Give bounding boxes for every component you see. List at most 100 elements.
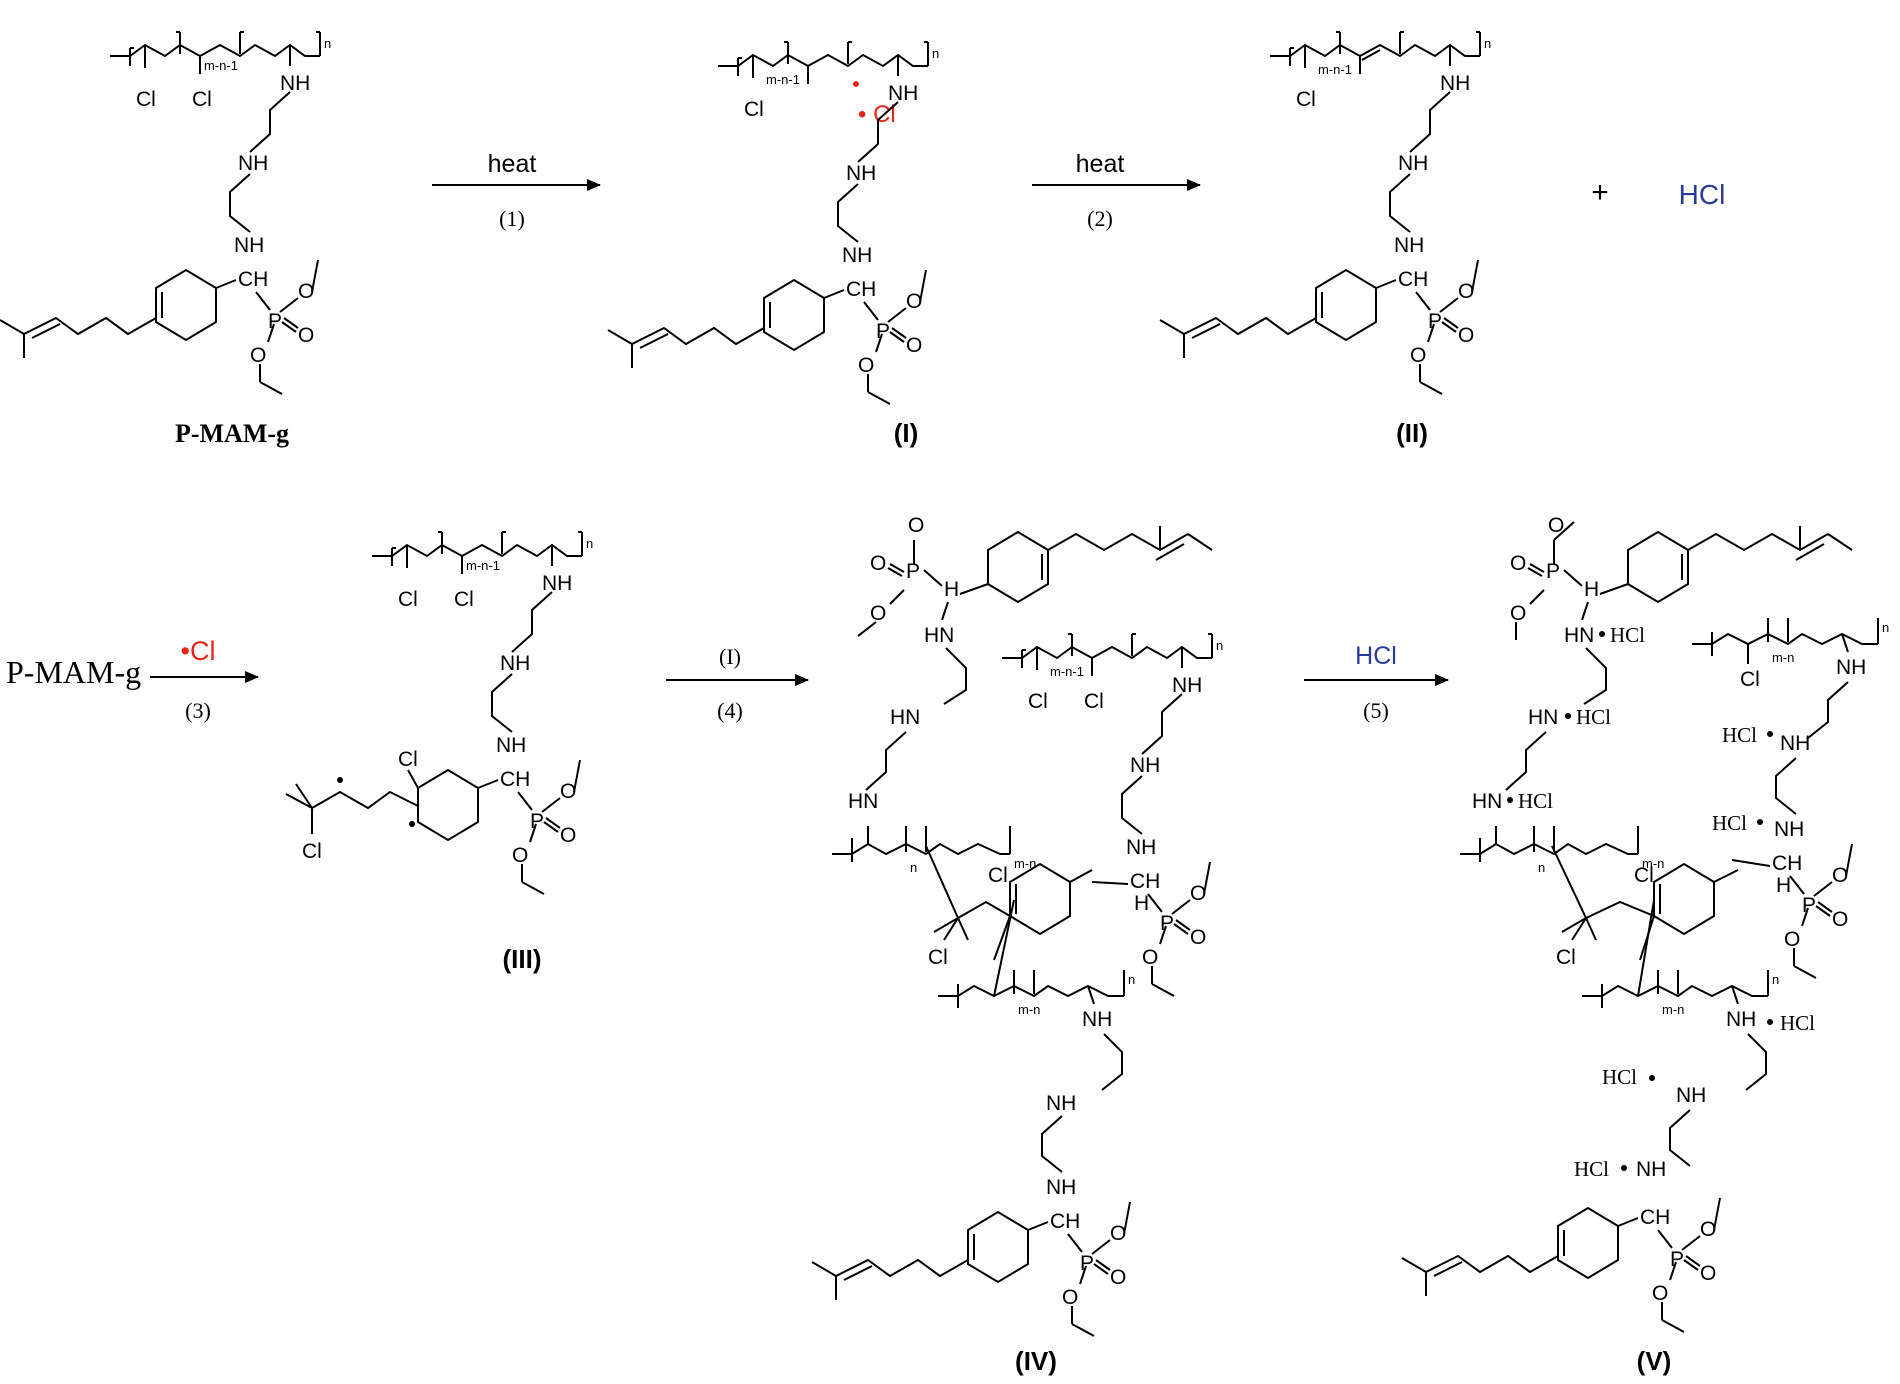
hcl-byproduct: HCl [1679,179,1726,210]
svg-text:Cl: Cl [192,88,212,111]
svg-text:O: O [870,552,886,575]
svg-text:P: P [268,310,282,333]
svg-text:CH: CH [500,768,530,791]
svg-text:O: O [512,844,528,867]
svg-text:P: P [906,560,920,583]
svg-text:NH: NH [238,152,268,175]
svg-text:O: O [1458,280,1474,303]
label-i: (I) [894,418,919,448]
svg-text:m-n-1: m-n-1 [1050,664,1084,679]
svg-text:NH: NH [500,652,530,675]
svg-text:Cl: Cl [398,588,418,611]
svg-text:NH: NH [1126,836,1156,859]
svg-text:n: n [910,860,917,875]
svg-text:(I): (I) [719,644,741,669]
svg-text:NH: NH [496,734,526,757]
svg-text:O: O [1832,864,1848,887]
svg-text:Cl: Cl [398,748,418,771]
svg-text:CH: CH [1640,1206,1670,1229]
svg-text:O: O [1190,926,1206,949]
compound-pmam: Cl Cl m-n-1 n NH NH NH CH P O O O [0,31,331,395]
svg-text:O: O [906,334,922,357]
svg-text:Cl: Cl [744,98,764,121]
svg-text:m-n: m-n [1018,1002,1040,1017]
svg-text:m-n-1: m-n-1 [1318,62,1352,77]
svg-text:heat: heat [488,150,537,178]
svg-text:m-n: m-n [1662,1002,1684,1017]
svg-text:HN: HN [848,790,878,813]
svg-text:Cl: Cl [928,946,948,969]
compound-ii: Cl m-n-1 n NH NH NH CH P O O O [1159,31,1491,395]
svg-text:NH: NH [1726,1008,1756,1031]
svg-text:Cl: Cl [1740,668,1760,691]
svg-text:O: O [858,354,874,377]
svg-text:heat: heat [1076,150,1125,178]
svg-text:O: O [908,514,924,537]
svg-text:Cl: Cl [1556,946,1576,969]
compound-iv: H P O O O HN HN HN n m-n Cl Cl [811,514,1223,1337]
compound-i: Cl m-n-1 n • Cl NH NH NH CH P O O O [607,41,939,405]
svg-text:O: O [1832,908,1848,931]
svg-text:NH: NH [1130,754,1160,777]
svg-text:O: O [1110,1222,1126,1245]
svg-text:HN: HN [1564,624,1594,647]
label-iii: (III) [503,944,542,974]
svg-text:O: O [1458,324,1474,347]
svg-text:n: n [1484,36,1491,51]
svg-text:NH: NH [234,234,264,257]
svg-text:m-n-1: m-n-1 [204,58,238,73]
svg-text:O: O [560,780,576,803]
svg-text:CH: CH [1050,1210,1080,1233]
svg-text:NH: NH [1082,1008,1112,1031]
svg-text:m-n: m-n [1642,856,1664,871]
svg-text:NH: NH [280,72,310,95]
reaction-arrow-1: heat (1) [432,150,601,231]
svg-text:NH: NH [1836,656,1866,679]
svg-text:Cl: Cl [136,88,156,111]
svg-text:P-MAM-g: P-MAM-g [6,654,141,690]
svg-text:HCl: HCl [1712,811,1747,835]
svg-text:O: O [298,280,314,303]
svg-text:CH: CH [846,278,876,301]
svg-text:NH: NH [842,244,872,267]
svg-text:O: O [1548,514,1564,537]
hcl-reagent: HCl [1355,642,1397,670]
label-ii: (II) [1396,418,1428,448]
svg-text:Cl: Cl [1296,88,1316,111]
svg-text:O: O [1652,1282,1668,1305]
svg-text:NH: NH [1398,152,1428,175]
svg-text:P: P [1802,894,1816,917]
compound-iii: Cl Cl m-n-1 n NH NH NH Cl Cl CH P O O O [285,531,593,895]
svg-text:n: n [586,536,593,551]
svg-text:n: n [1772,972,1779,987]
svg-text:NH: NH [542,572,572,595]
svg-text:P: P [1428,310,1442,333]
svg-text:HCl: HCl [1576,705,1611,729]
svg-text:O: O [560,824,576,847]
svg-text:O: O [1784,928,1800,951]
svg-text:HN: HN [1472,790,1502,813]
svg-text:H: H [944,578,959,601]
svg-text:(2): (2) [1087,206,1113,231]
svg-text:Cl: Cl [1634,864,1654,887]
svg-text:Cl: Cl [1084,690,1104,713]
label-iv: (IV) [1015,1346,1057,1376]
svg-text:CH: CH [1772,852,1802,875]
svg-text:NH: NH [1440,72,1470,95]
svg-text:n: n [1882,620,1889,635]
svg-text:n: n [1216,638,1223,653]
svg-text:n: n [932,46,939,61]
svg-text:n: n [324,36,331,51]
svg-text:HCl: HCl [1610,623,1645,647]
svg-text:Cl: Cl [302,840,322,863]
svg-text:O: O [1510,552,1526,575]
label-pmam: P-MAM-g [175,419,289,448]
compound-v: H P O O O HN HCl HN HCl HN HCl n m-n [1401,514,1889,1333]
svg-text:HN: HN [1528,706,1558,729]
svg-text:Cl: Cl [454,588,474,611]
svg-text:HN: HN [890,706,920,729]
svg-text:NH: NH [1172,674,1202,697]
svg-text:NH: NH [1046,1176,1076,1199]
plus-sign: + [1591,176,1609,209]
